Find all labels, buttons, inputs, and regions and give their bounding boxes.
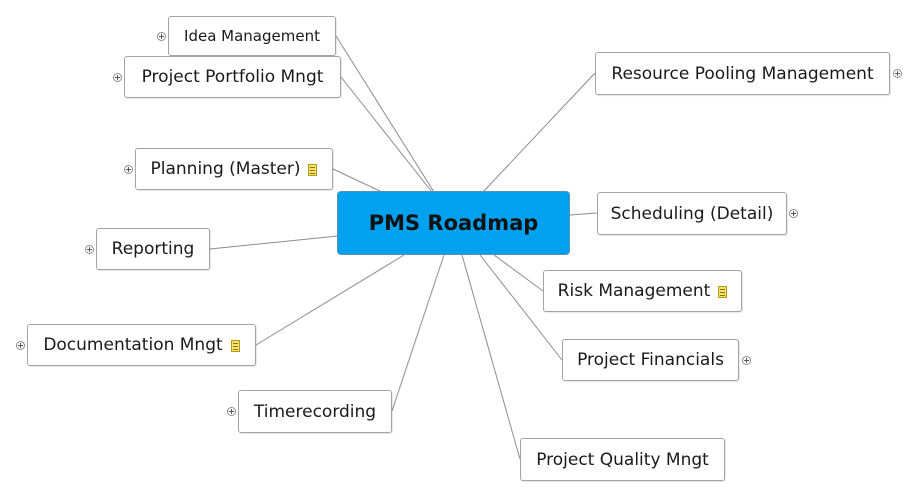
expand-idea-management-icon[interactable] <box>157 32 166 41</box>
expand-scheduling-detail-icon[interactable] <box>789 209 798 218</box>
topic-planning-master[interactable]: Planning (Master) <box>135 148 333 190</box>
central-topic-label: PMS Roadmap <box>368 211 539 235</box>
expand-reporting-icon[interactable] <box>85 245 94 254</box>
expand-project-portfolio-mngt-icon[interactable] <box>113 73 122 82</box>
topic-label: Timerecording <box>253 401 377 422</box>
topic-label: Project Quality Mngt <box>536 449 709 470</box>
expand-planning-master-icon[interactable] <box>124 165 133 174</box>
topic-label: Idea Management <box>184 27 320 45</box>
topic-project-financials[interactable]: Project Financials <box>562 339 739 381</box>
topic-label: Documentation Mngt <box>43 335 223 355</box>
topic-label: Planning (Master) <box>150 159 301 179</box>
topic-label: Reporting <box>111 239 195 259</box>
topic-label: Project Portfolio Mngt <box>141 67 324 87</box>
topic-resource-pooling-management[interactable]: Resource Pooling Management <box>595 52 890 95</box>
connector-resource-pooling-management <box>482 72 596 193</box>
topic-reporting[interactable]: Reporting <box>96 228 210 270</box>
topic-scheduling-detail[interactable]: Scheduling (Detail) <box>597 192 787 235</box>
note-icon[interactable] <box>718 286 728 298</box>
topic-documentation-mngt[interactable]: Documentation Mngt <box>27 324 256 366</box>
topic-idea-management[interactable]: Idea Management <box>168 16 336 56</box>
topic-label: Risk Management <box>557 281 711 301</box>
connector-risk-management <box>493 254 544 292</box>
expand-project-financials-icon[interactable] <box>742 356 751 365</box>
connector-scheduling-detail <box>569 212 598 216</box>
expand-resource-pooling-management-icon[interactable] <box>893 69 902 78</box>
central-topic[interactable]: PMS Roadmap <box>337 191 570 255</box>
topic-timerecording[interactable]: Timerecording <box>238 390 392 433</box>
expand-documentation-mngt-icon[interactable] <box>16 341 25 350</box>
connector-idea-management <box>335 35 435 193</box>
connector-planning-master <box>332 168 383 193</box>
topic-label: Project Financials <box>577 350 724 370</box>
connector-reporting <box>209 235 339 250</box>
topic-label: Scheduling (Detail) <box>610 203 774 224</box>
topic-risk-management[interactable]: Risk Management <box>543 270 742 312</box>
note-icon[interactable] <box>308 164 318 176</box>
connector-project-financials <box>479 254 563 361</box>
note-icon[interactable] <box>230 340 240 352</box>
expand-timerecording-icon[interactable] <box>227 407 236 416</box>
topic-project-quality-mngt[interactable]: Project Quality Mngt <box>520 438 725 481</box>
connector-project-quality-mngt <box>461 254 521 460</box>
connector-timerecording <box>391 254 445 412</box>
topic-project-portfolio-mngt[interactable]: Project Portfolio Mngt <box>124 56 341 98</box>
connector-documentation-mngt <box>255 254 405 346</box>
topic-label: Resource Pooling Management <box>611 63 874 84</box>
connector-project-portfolio-mngt <box>340 76 433 193</box>
